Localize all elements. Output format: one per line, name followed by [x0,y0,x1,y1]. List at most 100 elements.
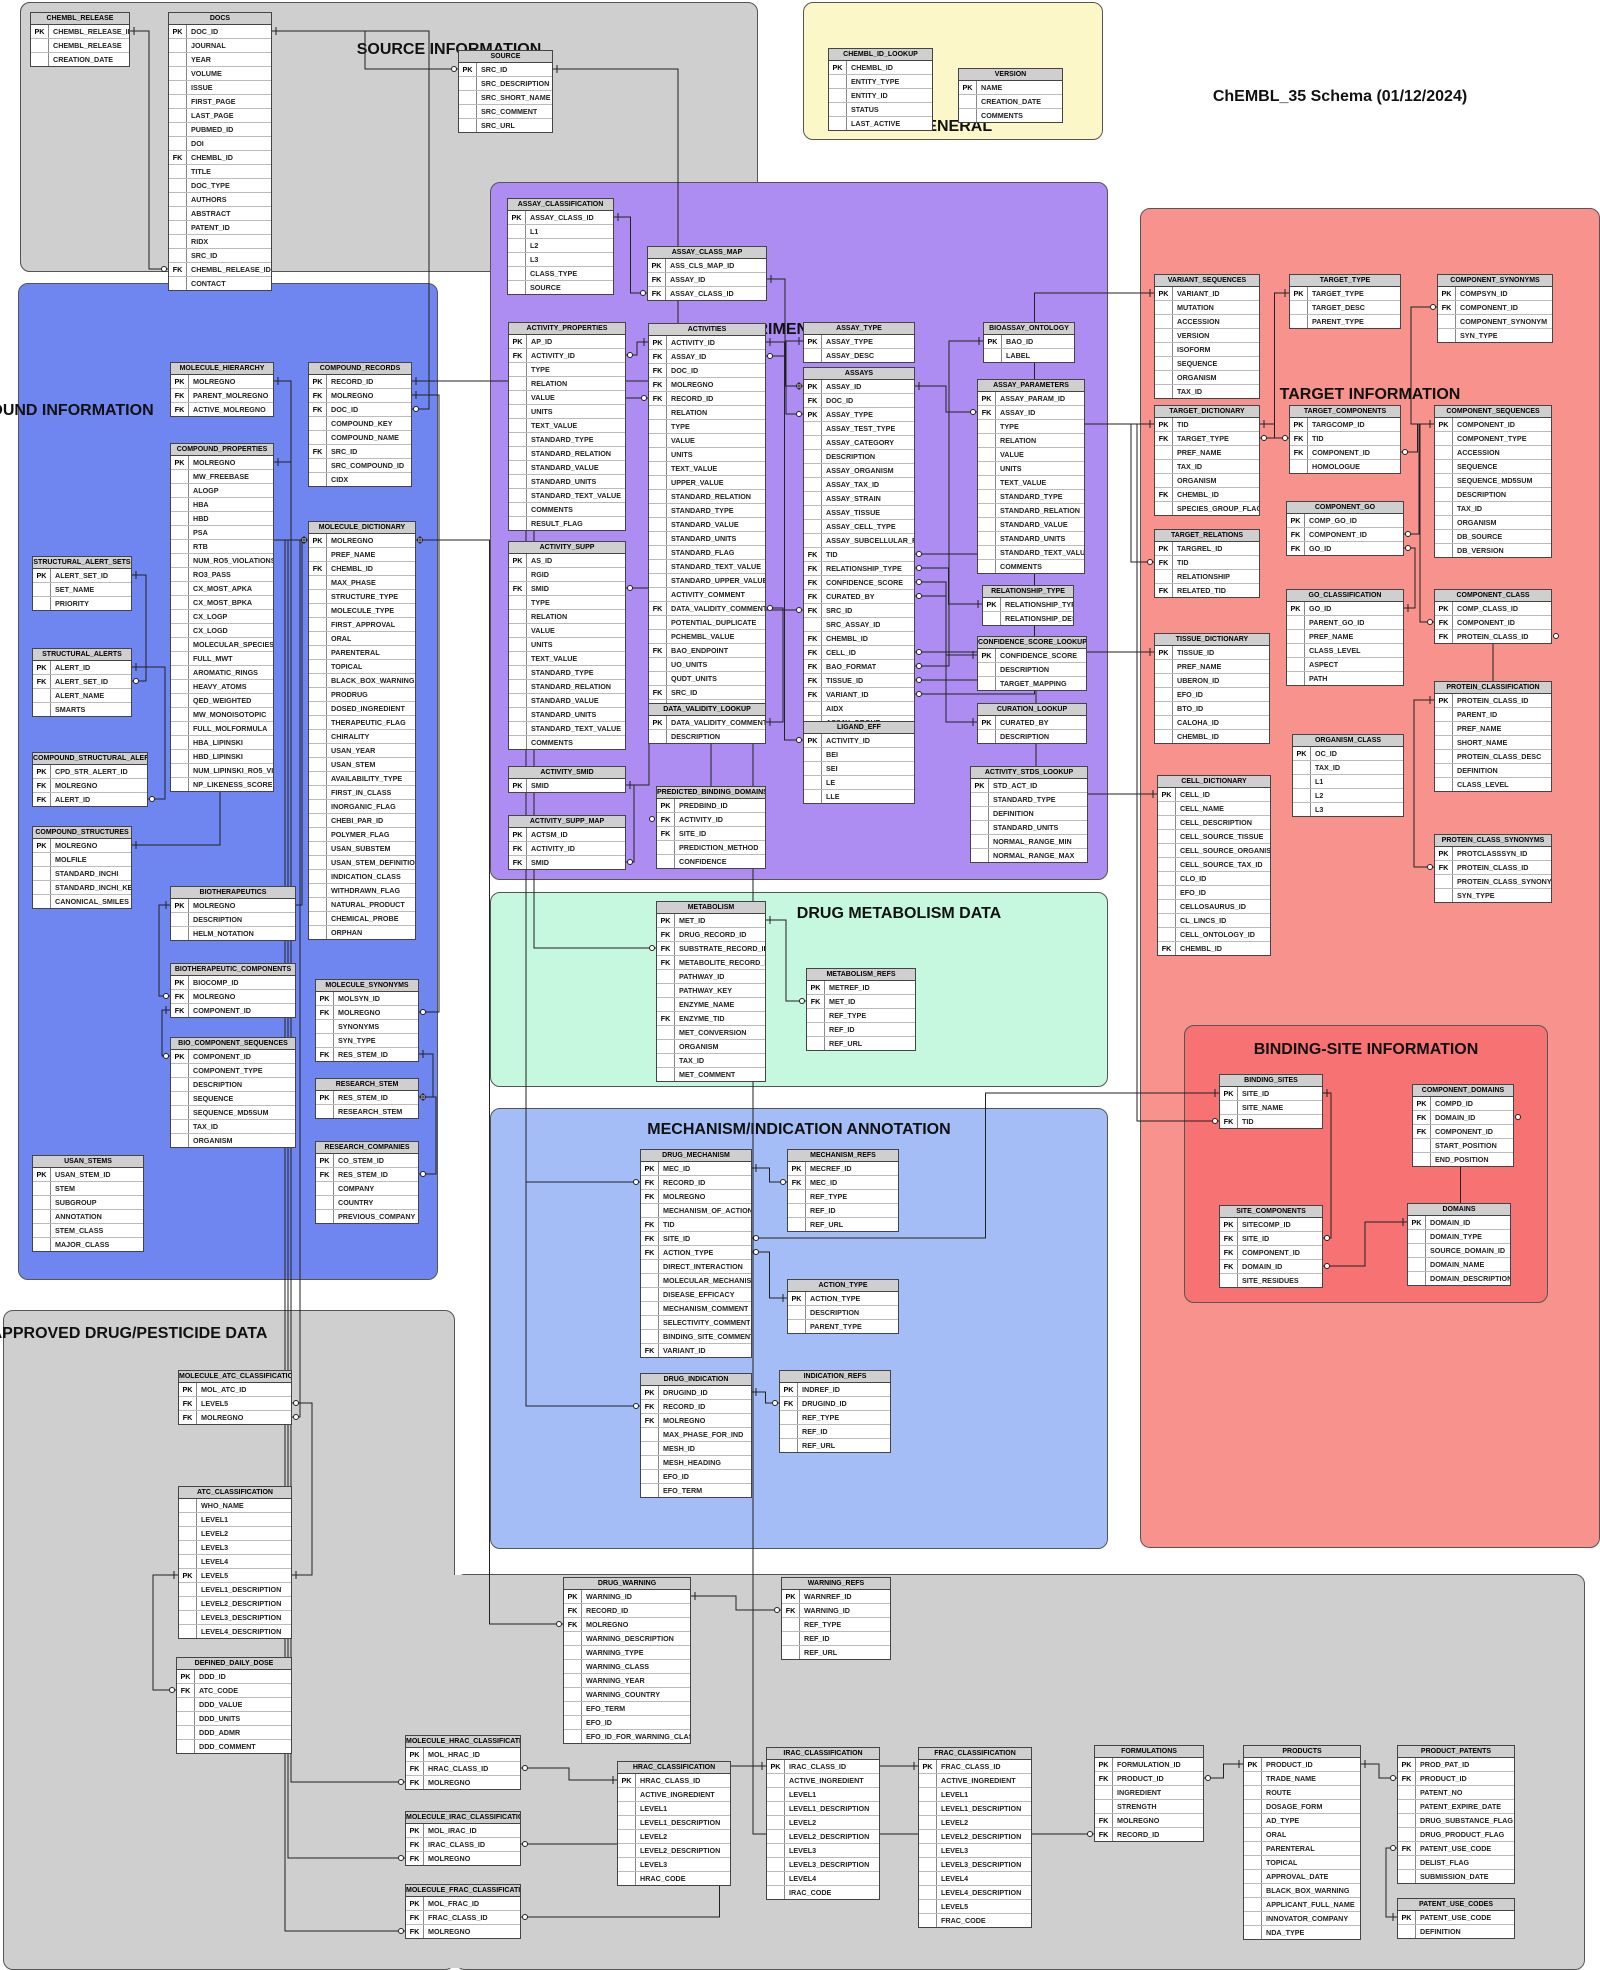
column-name: ENZYME_NAME [679,1000,735,1009]
table-row: DOMAIN_TYPE [1408,1230,1510,1244]
column-name: TEXT_VALUE [531,654,578,663]
key-marker: PK [984,335,1002,348]
table-row: ORPHAN [309,926,415,939]
region-title: COMPOUND INFORMATION [0,402,154,419]
table-row: CREATION_DATE [31,53,129,66]
table-relationship-type[interactable]: RELATIONSHIP_TYPEPKRELATIONSHIP_TYPERELA… [982,585,1074,626]
key-marker: FK [804,576,822,589]
table-row: STANDARD_UNITS [649,532,765,546]
column-name: PATHWAY_ID [679,972,725,981]
column-name: MOLREGNO [338,1008,381,1017]
column-name: VALUE [671,436,695,445]
column-name: STANDARD_UNITS [993,823,1059,832]
column-name: USAN_STEM_DEFINITION [331,858,415,867]
table-header: COMPONENT_DOMAINS [1413,1085,1513,1097]
column-name: QED_WEIGHTED [193,696,252,705]
key-marker [169,137,187,150]
key-marker [978,420,996,433]
column-name: CURATED_BY [826,592,875,601]
column-name: MOLECULAR_MECHANISM [663,1276,751,1285]
key-marker: PK [171,899,189,912]
